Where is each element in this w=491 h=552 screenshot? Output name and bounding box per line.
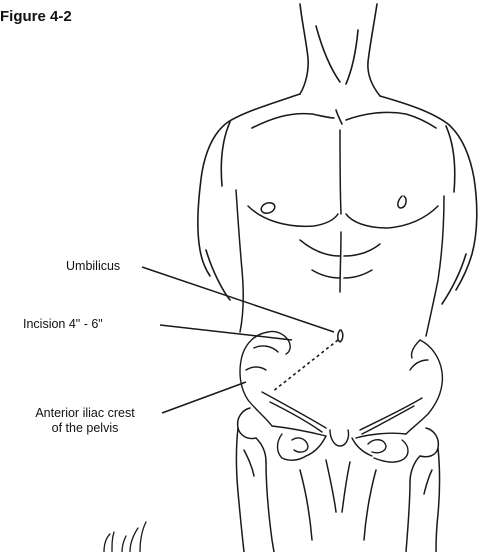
neck-outline bbox=[300, 4, 380, 96]
incision-line bbox=[272, 340, 338, 392]
shoulder-and-arm-outline bbox=[198, 94, 477, 304]
iliac-crest-leader-line bbox=[162, 382, 246, 413]
legs-outline bbox=[237, 408, 440, 552]
grass-marks bbox=[104, 522, 146, 552]
leader-lines bbox=[142, 267, 334, 413]
pelvis-outline bbox=[240, 331, 442, 462]
incision-leader-line bbox=[160, 325, 292, 340]
umbilicus-leader-line bbox=[142, 267, 334, 332]
torso-outline bbox=[236, 130, 444, 342]
